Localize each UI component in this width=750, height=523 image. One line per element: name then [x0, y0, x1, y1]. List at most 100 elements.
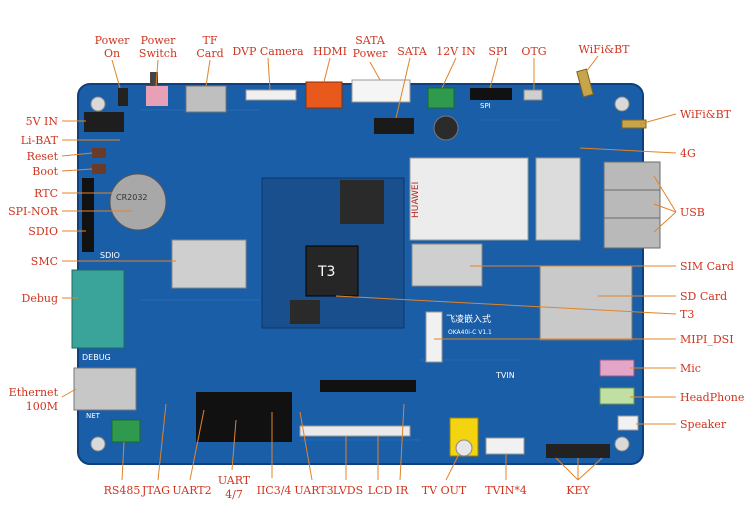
- label-tf-card-2: Card: [196, 47, 223, 60]
- label-tv-out: TV OUT: [422, 484, 467, 497]
- silk-sdio: SDIO: [100, 251, 120, 260]
- label-sd-card: SD Card: [680, 290, 727, 303]
- reset-button: [92, 148, 106, 158]
- label-5v-in: 5V IN: [26, 115, 59, 128]
- label-hdmi: HDMI: [313, 45, 347, 58]
- leader-lines: [61, 55, 677, 481]
- label-spi-nor: SPI-NOR: [8, 205, 59, 218]
- boot-button: [92, 164, 106, 174]
- label-speaker: Speaker: [680, 418, 727, 431]
- debug-db9: [71, 269, 125, 349]
- label-sim-card: SIM Card: [680, 260, 734, 273]
- uart-iic-headers: [196, 392, 292, 442]
- label-usb: USB: [680, 206, 705, 219]
- label-power-switch-2: Switch: [139, 47, 177, 60]
- label-power-on-1: Power: [95, 34, 131, 47]
- otg-connector: [523, 89, 543, 101]
- sd-card-slot: [539, 265, 633, 341]
- labels-top: Power On Power Switch TF Card DVP Camera…: [95, 34, 631, 60]
- label-key: KEY: [566, 484, 590, 497]
- key-buttons: [546, 444, 610, 458]
- label-smc: SMC: [31, 255, 58, 268]
- label-uart2: UART2: [172, 484, 211, 497]
- label-sdio: SDIO: [28, 225, 58, 238]
- label-sata: SATA: [397, 45, 428, 58]
- silk-huawei: HUAWEI: [411, 182, 421, 218]
- sata-power-connector: [351, 79, 411, 103]
- wifi-antenna-right: [621, 119, 647, 129]
- label-ethernet-2: 100M: [26, 400, 58, 413]
- label-lcd: LCD: [368, 484, 393, 497]
- label-otg: OTG: [521, 45, 546, 58]
- 4g-module: [409, 157, 529, 241]
- dc-5v-jack: [84, 112, 124, 132]
- spi-header: [470, 88, 512, 100]
- rtc-battery: [109, 173, 167, 231]
- dvp-camera-connector: [245, 89, 297, 101]
- lvds-connector: [299, 425, 411, 437]
- silk-debug: DEBUG: [82, 353, 111, 362]
- sim-card-slot: [411, 243, 483, 287]
- label-uart47-1: UART: [218, 474, 251, 487]
- silk-tvin: TVIN: [495, 371, 515, 380]
- label-mipi-dsi: MIPI_DSI: [680, 333, 734, 346]
- label-boot: Boot: [32, 165, 58, 178]
- label-power-switch-1: Power: [141, 34, 177, 47]
- wifi-antenna-top: [576, 68, 594, 98]
- silk-chip-t3: T3: [317, 264, 335, 280]
- headphone-jack: [599, 387, 635, 405]
- label-sata-power-1: SATA: [355, 34, 386, 47]
- label-tvin4: TVIN*4: [485, 484, 527, 497]
- tvin-connector: [485, 437, 525, 455]
- label-headphone: HeadPhone: [680, 391, 744, 404]
- label-uart3: UART3: [294, 484, 333, 497]
- silk-brand: 飞凌嵌入式: [446, 313, 491, 325]
- label-reset: Reset: [27, 150, 59, 163]
- lcd-header: [320, 380, 416, 392]
- label-tf-card-1: TF: [203, 34, 218, 47]
- mic-jack: [599, 359, 635, 377]
- silk-model: OKA40i-C V1.1: [448, 329, 492, 336]
- label-lvds: LVDS: [333, 484, 363, 497]
- power-switch: [146, 86, 168, 106]
- label-jtag: JTAG: [141, 484, 170, 497]
- dc-12v-connector: [427, 87, 455, 109]
- ethernet-port: [73, 367, 137, 411]
- board-components: SPI HUAWEI T3 CR2032 SDIO: [71, 68, 661, 458]
- labels-bottom: RS485 JTAG UART2 UART 4/7 IIC3/4 UART3 L…: [104, 474, 591, 501]
- label-wifi-bt-right: WiFi&BT: [680, 108, 732, 121]
- silk-cr2032: CR2032: [116, 193, 148, 202]
- label-uart47-2: 4/7: [225, 488, 243, 501]
- label-t3: T3: [680, 308, 694, 321]
- tf-card-slot: [185, 85, 227, 113]
- hdmi-connector: [305, 81, 343, 109]
- label-ethernet-1: Ethernet: [9, 386, 59, 399]
- label-debug: Debug: [22, 292, 59, 305]
- rs485-terminal: [111, 419, 141, 443]
- mipi-dsi-connector: [425, 311, 443, 363]
- label-ir: IR: [396, 484, 409, 497]
- labels-right: WiFi&BT 4G USB SIM Card SD Card T3 MIPI_…: [680, 108, 744, 431]
- sdio-header: [82, 178, 94, 252]
- silk-net: NET: [86, 412, 101, 420]
- smc-slot: [171, 239, 247, 289]
- label-mic: Mic: [680, 362, 701, 375]
- label-dvp-camera: DVP Camera: [232, 45, 304, 58]
- labels-left: 5V IN Li-BAT Reset Boot RTC SPI-NOR SDIO…: [8, 115, 59, 413]
- label-power-on-2: On: [104, 47, 120, 60]
- t3-chip: [305, 245, 359, 297]
- speaker-connector: [617, 415, 639, 431]
- label-spi: SPI: [488, 45, 507, 58]
- label-12v-in: 12V IN: [436, 45, 476, 58]
- label-rs485: RS485: [104, 484, 141, 497]
- usb-ports: [603, 161, 661, 249]
- silk-spi: SPI: [480, 102, 491, 110]
- label-li-bat: Li-BAT: [21, 134, 59, 147]
- label-sata-power-2: Power: [353, 47, 389, 60]
- label-iic34: IIC3/4: [257, 484, 292, 497]
- sata-connector: [374, 118, 414, 134]
- power-on-button: [118, 88, 128, 106]
- label-wifi-bt-top: WiFi&BT: [579, 43, 631, 56]
- label-rtc: RTC: [34, 187, 58, 200]
